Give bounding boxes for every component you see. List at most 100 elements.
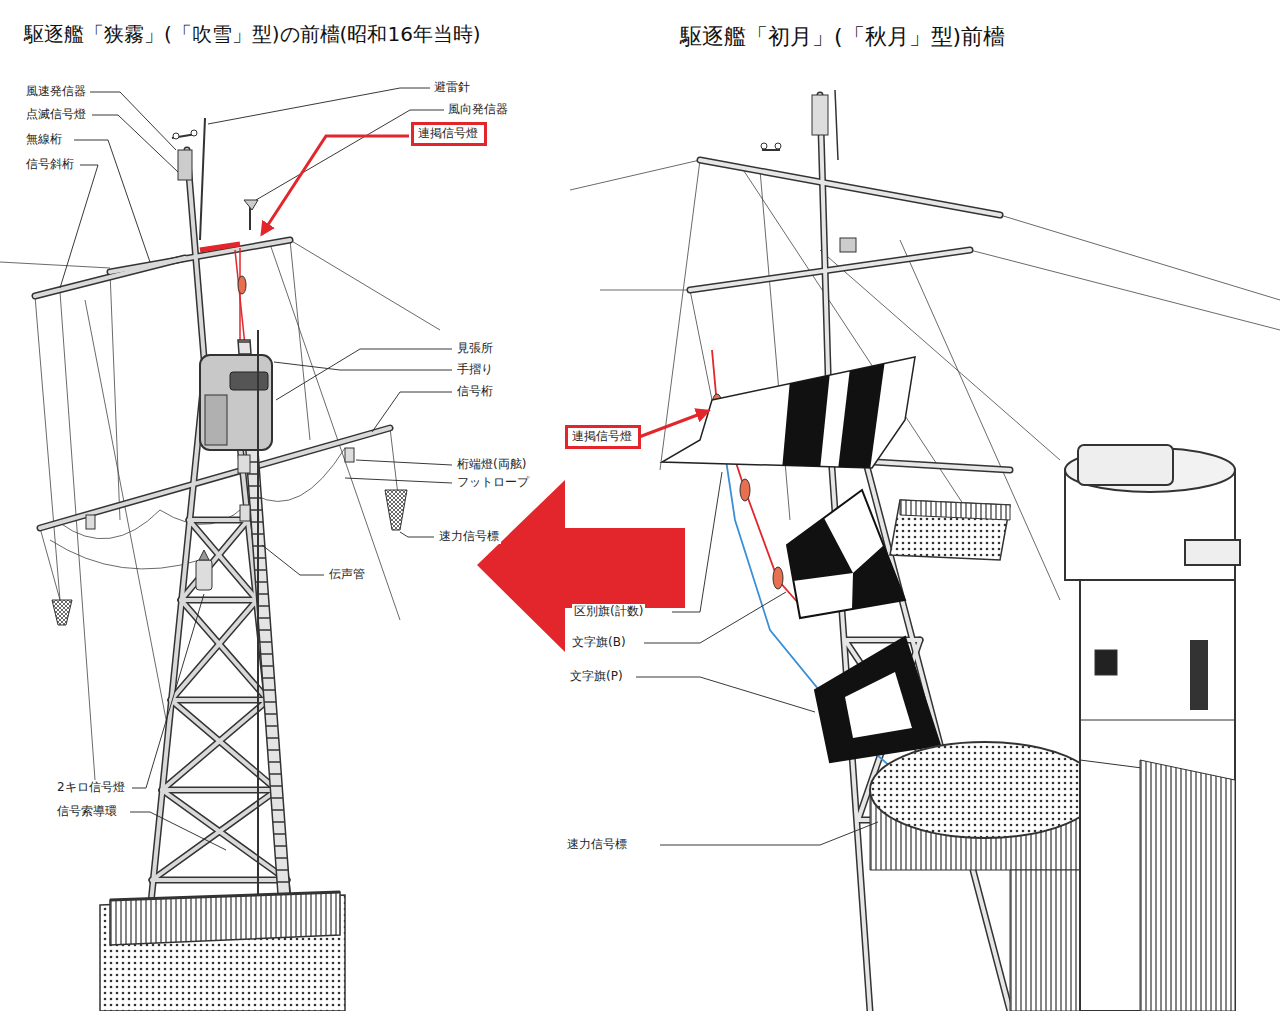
left-rigging bbox=[110, 272, 120, 520]
left-rigging bbox=[85, 300, 170, 740]
right-mast-parts bbox=[720, 420, 940, 810]
right-mast-parts bbox=[787, 518, 853, 581]
left-mast-parts bbox=[86, 515, 95, 529]
left-rigging bbox=[290, 240, 440, 330]
right-mast-parts bbox=[840, 238, 856, 252]
left-mast-parts bbox=[110, 892, 340, 945]
right-mast-parts bbox=[782, 360, 885, 470]
right-mast-parts bbox=[740, 479, 750, 501]
part-label: 見張所 bbox=[455, 341, 495, 356]
right-mast-parts bbox=[812, 95, 828, 135]
left-mast-parts bbox=[345, 448, 354, 462]
red-callout-arrows bbox=[639, 411, 708, 437]
part-label: 手摺り bbox=[455, 362, 495, 377]
right-mast-parts bbox=[782, 372, 830, 470]
leader-lines bbox=[130, 812, 226, 850]
leader-lines bbox=[636, 677, 815, 712]
left-mast-parts bbox=[205, 395, 227, 445]
leader-lines bbox=[262, 545, 324, 575]
part-label: フットロープ bbox=[455, 475, 531, 490]
part-label: 2キロ信号燈 bbox=[55, 780, 127, 795]
left-rigging bbox=[0, 262, 110, 268]
right-mast-parts bbox=[773, 567, 783, 589]
right-mast-parts bbox=[1078, 445, 1173, 485]
left-rigging bbox=[60, 292, 95, 780]
leader-lines bbox=[90, 92, 176, 150]
right-rigging bbox=[690, 290, 712, 400]
left-mast-parts bbox=[230, 372, 268, 390]
left-mast-parts bbox=[191, 130, 197, 136]
right-rigging bbox=[740, 165, 1000, 560]
leader-lines bbox=[660, 822, 878, 845]
right-rigging bbox=[760, 170, 790, 520]
left-mast-parts bbox=[199, 550, 209, 560]
leader-lines bbox=[400, 532, 434, 537]
part-label: 信号斜桁 bbox=[24, 157, 76, 172]
right-rigging bbox=[660, 160, 700, 470]
part-label: 風速発信器 bbox=[24, 84, 88, 99]
big-red-arrow bbox=[477, 480, 685, 652]
leader-lines bbox=[274, 362, 452, 370]
right-mast-parts bbox=[815, 637, 940, 762]
callout-text: 連掲信号燈 bbox=[418, 126, 480, 141]
left-mast-parts bbox=[244, 200, 258, 210]
right-mast-parts bbox=[1080, 580, 1235, 1011]
right-mast-parts bbox=[1185, 540, 1240, 565]
diagram-title: 駆逐艦「狭霧」(「吹雪」型)の前檣(昭和16年当時) bbox=[22, 22, 483, 46]
part-label: 文字旗(P) bbox=[568, 669, 625, 684]
right-mast-parts bbox=[787, 490, 905, 618]
right-mast-frame-fill bbox=[690, 95, 1010, 1011]
right-mast-parts bbox=[662, 90, 1240, 1011]
left-rigging bbox=[40, 528, 60, 600]
left-mast-parts bbox=[52, 118, 407, 1011]
part-label: 避雷針 bbox=[432, 80, 472, 95]
diagram-subtitle: 駆逐艦「初月」(「秋月」型)前檣 bbox=[678, 24, 1007, 50]
left-mast-parts bbox=[178, 150, 192, 180]
right-rigging bbox=[970, 250, 1280, 330]
left-mast-parts bbox=[238, 455, 250, 473]
left-mast-parts bbox=[110, 892, 340, 900]
part-label: 伝声管 bbox=[327, 567, 367, 582]
right-mast-parts bbox=[1190, 640, 1208, 710]
leader-lines bbox=[132, 594, 204, 788]
leader-lines bbox=[60, 165, 98, 288]
right-mast-parts bbox=[838, 360, 885, 470]
left-mast-parts bbox=[200, 118, 205, 240]
left-mast-parts bbox=[200, 244, 240, 250]
part-label: 文字旗(B) bbox=[570, 635, 628, 650]
right-mast-parts bbox=[900, 500, 1010, 520]
leader-lines bbox=[208, 88, 430, 124]
part-label: 速力信号標 bbox=[437, 529, 501, 544]
left-rigging bbox=[35, 296, 60, 600]
right-mast-frame bbox=[690, 95, 1010, 1011]
callout-text: 連掲信号燈 bbox=[572, 429, 634, 444]
left-mast-parts bbox=[238, 276, 246, 294]
part-label: 速力信号標 bbox=[565, 837, 629, 852]
left-mast-parts bbox=[173, 133, 179, 139]
left-mast-parts bbox=[240, 505, 250, 521]
leader-lines bbox=[74, 140, 150, 262]
right-rigging bbox=[570, 160, 700, 190]
left-rigging bbox=[290, 240, 310, 440]
callout-box: 連掲信号燈 bbox=[565, 425, 641, 449]
leader-lines bbox=[60, 88, 878, 850]
right-mast-parts bbox=[835, 90, 838, 160]
left-mast-parts bbox=[196, 560, 212, 590]
part-label: 風向発信器 bbox=[446, 102, 510, 117]
leader-lines bbox=[372, 392, 452, 432]
right-mast-parts bbox=[852, 545, 905, 609]
right-mast-parts bbox=[775, 143, 781, 149]
red-callout-arrows bbox=[262, 136, 708, 437]
right-mast-parts bbox=[1095, 650, 1117, 675]
part-label: 信号索導環 bbox=[55, 804, 119, 819]
left-mast-parts bbox=[200, 355, 272, 450]
right-mast-parts bbox=[1140, 760, 1235, 1011]
right-mast-parts bbox=[761, 143, 767, 149]
part-label: 信号桁 bbox=[455, 384, 495, 399]
right-rigging bbox=[600, 290, 690, 291]
part-label: 区別旗(計数) bbox=[572, 604, 645, 619]
left-mast-frame-fill bbox=[35, 150, 390, 1011]
left-mast-parts bbox=[52, 600, 72, 625]
left-mast-parts bbox=[385, 490, 407, 530]
